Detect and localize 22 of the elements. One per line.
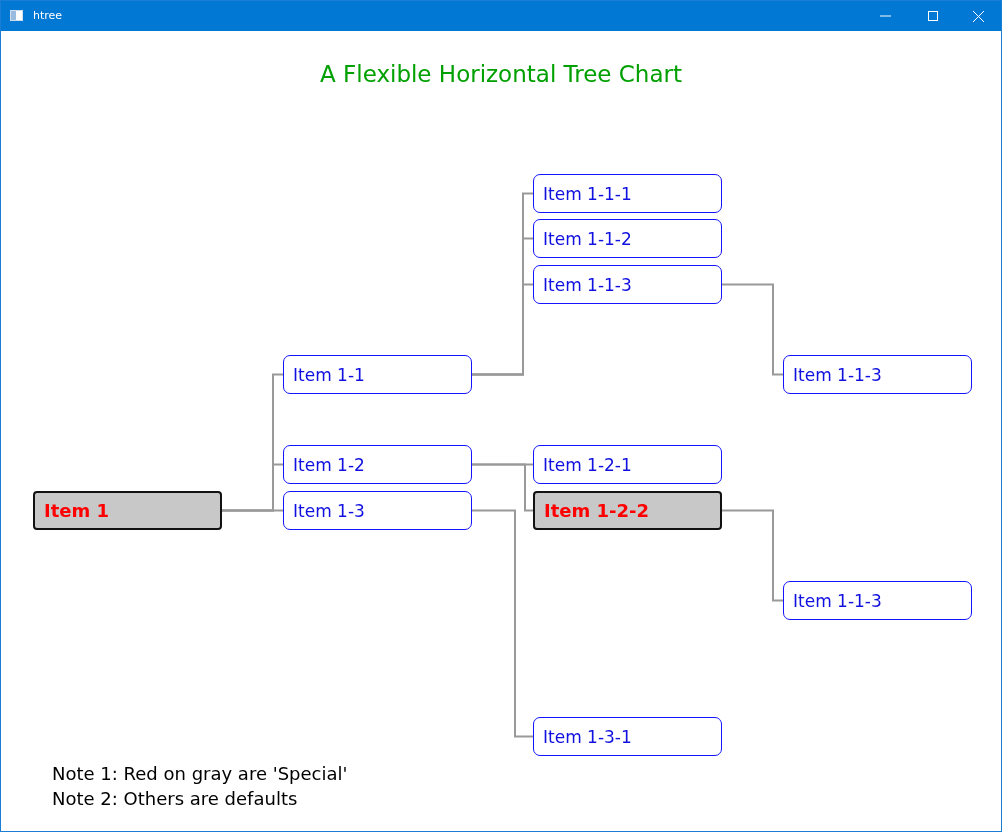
node-box: Item 1-3 — [283, 491, 472, 530]
tree-connector — [471, 509, 534, 738]
node-box: Item 1-1-3 — [783, 355, 972, 394]
node-box: Item 1-1 — [283, 355, 472, 394]
tree-connector — [221, 509, 284, 512]
tree-connector — [471, 463, 534, 512]
special-node-box: Item 1 — [33, 491, 222, 530]
tree-connector — [721, 283, 784, 376]
chart-title: A Flexible Horizontal Tree Chart — [318, 61, 684, 87]
note-text: Note 2: Others are defaults — [52, 788, 298, 809]
node-box: Item 1-3-1 — [533, 717, 722, 756]
window-title: htree — [33, 9, 63, 22]
node-box: Item 1-2-1 — [533, 445, 722, 484]
special-node-box: Item 1-2-2 — [533, 491, 722, 530]
node-box: Item 1-1-3 — [783, 581, 972, 620]
node-box: Item 1-1-1 — [533, 174, 722, 213]
node-box: Item 1-1-3 — [533, 265, 722, 304]
node-box: Item 1-2 — [283, 445, 472, 484]
tree-connector — [471, 283, 534, 376]
note-text: Note 1: Red on gray are 'Special' — [52, 763, 348, 784]
node-box: Item 1-1-2 — [533, 219, 722, 258]
tree-connector — [721, 509, 784, 602]
